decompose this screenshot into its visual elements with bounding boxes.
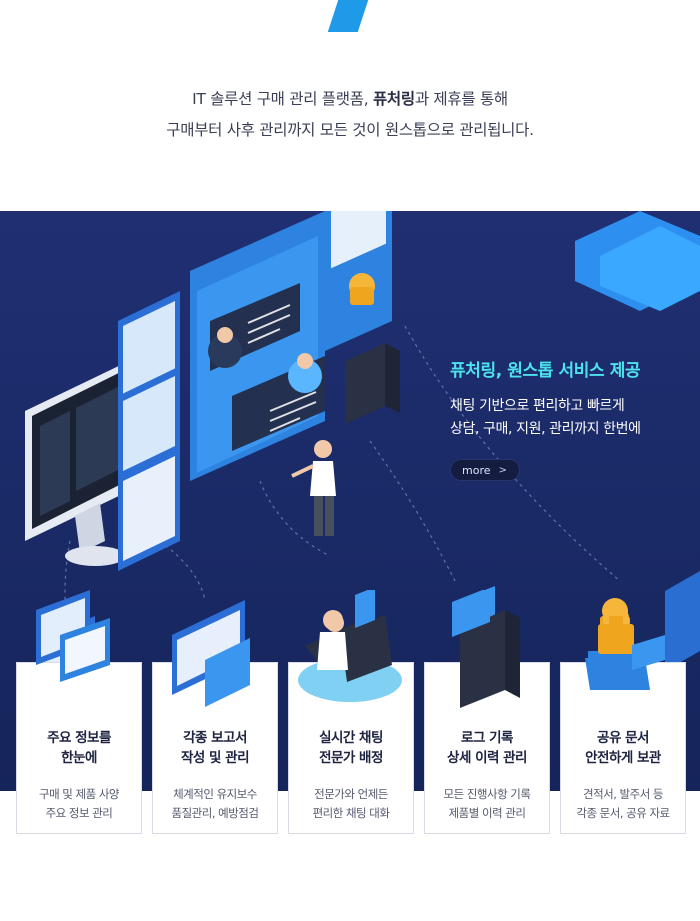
report-icon [172,600,250,707]
card-description: 견적서, 발주서 등 각종 문서, 공유 자료 [576,787,670,820]
card-icons-overlay [36,590,665,708]
card-title: 각종 보고서 작성 및 관리 [181,730,250,766]
info-panel-icon [36,590,110,682]
person-illustration [291,440,336,536]
card-title: 로그 기록 상세 이력 관리 [447,730,527,766]
card-description: 구매 및 제품 사양 주요 정보 관리 [38,787,120,820]
card-description: 모든 진행사항 기록 제품별 이력 관리 [443,787,531,820]
card-title: 주요 정보를 한눈에 [47,730,111,766]
more-button-label: more [462,463,491,477]
lock-icon [585,605,665,690]
card-title: 실시간 채팅 전문가 배정 [319,730,383,766]
promo-title: 퓨처링, 원스톱 서비스 제공 [450,361,641,381]
intro-text: IT 솔루션 구매 관리 플랫폼, 퓨처링과 제휴를 통해 구매부터 사후 관리… [0,84,700,146]
intro-line-2: 구매부터 사후 관리까지 모든 것이 원스톱으로 관리됩니다. [166,121,534,139]
promo-block: 퓨처링, 원스톱 서비스 제공 채팅 기반으로 편리하고 빠르게 상담, 구매,… [450,356,690,481]
chevron-right-icon: > [498,464,507,476]
feature-card-info[interactable]: 주요 정보를 한눈에 구매 및 제품 사양 주요 정보 관리 [16,662,142,834]
more-button[interactable]: more > [450,459,520,481]
chat-window-illustration [190,211,325,481]
chat-agent-icon [298,590,402,702]
promo-desc-line-2: 상담, 구매, 지원, 관리까지 한번에 [450,421,641,437]
log-cabinet-icon [452,590,520,708]
feature-card-docs[interactable]: 공유 문서 안전하게 보관 견적서, 발주서 등 각종 문서, 공유 자료 [560,662,686,834]
promo-desc-line-1: 채팅 기반으로 편리하고 빠르게 [450,398,625,414]
card-description: 체계적인 유지보수 품질관리, 예방점검 [171,787,259,820]
promo-description: 채팅 기반으로 편리하고 빠르게 상담, 구매, 지원, 관리까지 한번에 [450,395,690,441]
card-title: 공유 문서 안전하게 보관 [585,730,661,766]
cube-decoration [575,211,700,671]
feature-card-log[interactable]: 로그 기록 상세 이력 관리 모든 진행사항 기록 제품별 이력 관리 [424,662,550,834]
top-accent-bar [327,0,369,32]
intro-line-1: IT 솔루션 구매 관리 플랫폼, 퓨처링과 제휴를 통해 [192,90,508,108]
card-description: 전문가와 언제든 편리한 채팅 대화 [312,787,390,820]
